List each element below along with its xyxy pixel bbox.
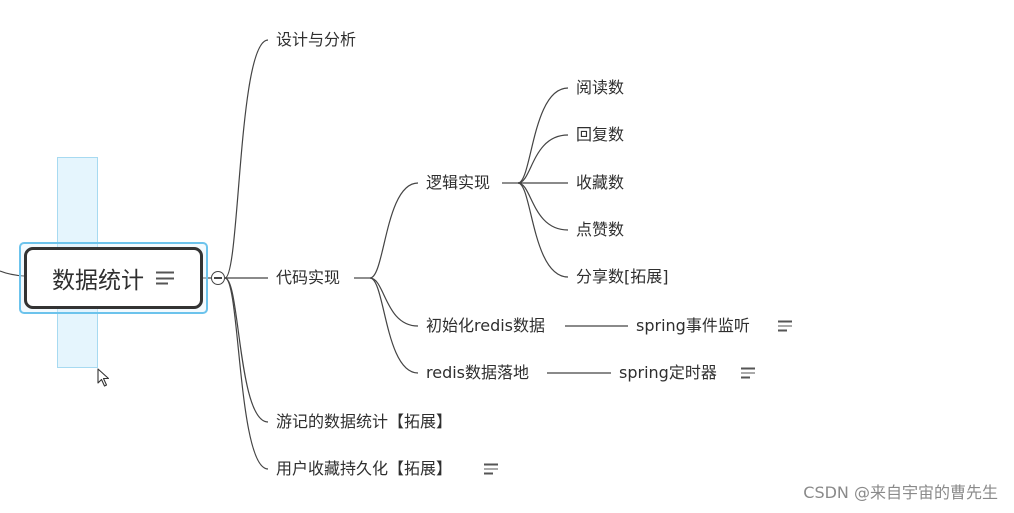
node-code[interactable]: 代码实现 <box>276 268 341 287</box>
connector-logic <box>369 182 419 279</box>
node-spring-timer[interactable]: spring定时器 <box>619 363 717 382</box>
watermark: CSDN @来自宇宙的曹先生 <box>803 483 998 502</box>
node-share[interactable]: 分享数[拓展] <box>576 267 669 286</box>
connector-design <box>224 39 269 279</box>
collapse-toggle-icon[interactable] <box>211 271 225 285</box>
connector-favorite-persist <box>224 277 269 470</box>
node-read[interactable]: 阅读数 <box>576 78 625 97</box>
root-node[interactable]: 数据统计 <box>24 247 203 309</box>
node-spring-event[interactable]: spring事件监听 <box>636 316 750 335</box>
connector-reply <box>517 134 569 184</box>
connector-read <box>517 87 569 184</box>
root-node-label: 数据统计 <box>52 268 144 294</box>
node-like[interactable]: 点赞数 <box>576 220 625 239</box>
connector-travel-stats <box>224 277 269 423</box>
connector-like <box>517 182 569 231</box>
node-reply[interactable]: 回复数 <box>576 125 625 144</box>
note-icon[interactable] <box>741 367 755 379</box>
note-icon[interactable] <box>484 463 498 475</box>
node-design[interactable]: 设计与分析 <box>276 30 357 49</box>
node-travel-stats[interactable]: 游记的数据统计【拓展】 <box>276 412 453 431</box>
connector-init-redis <box>369 277 419 327</box>
connector-redis-landing <box>369 277 419 374</box>
node-init-redis[interactable]: 初始化redis数据 <box>426 316 546 335</box>
node-logic[interactable]: 逻辑实现 <box>426 173 491 192</box>
node-favorite[interactable]: 收藏数 <box>576 173 625 192</box>
node-favorite-persist[interactable]: 用户收藏持久化【拓展】 <box>276 459 453 478</box>
node-redis-landing[interactable]: redis数据落地 <box>426 363 530 382</box>
note-icon[interactable] <box>778 320 792 332</box>
incoming-connector <box>0 270 25 277</box>
mouse-cursor-icon <box>97 368 110 387</box>
note-icon[interactable] <box>156 271 174 285</box>
connector-share <box>517 182 569 278</box>
